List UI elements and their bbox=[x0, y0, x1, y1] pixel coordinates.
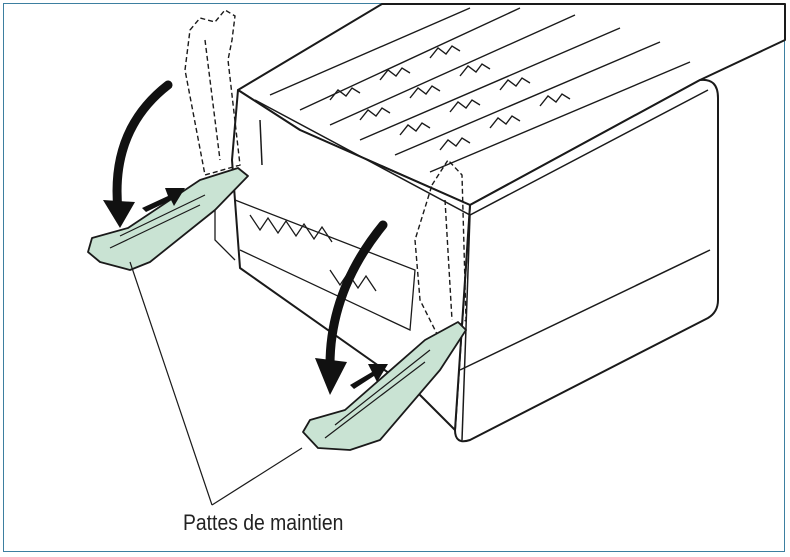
ghost-tab-left bbox=[184, 9, 241, 176]
push-arrow-left bbox=[142, 188, 185, 212]
push-arrow-right bbox=[350, 364, 388, 389]
callout-lines bbox=[129, 261, 303, 506]
toner-slots bbox=[269, 7, 691, 173]
printer-body bbox=[231, 3, 786, 443]
curve-arrow-right bbox=[315, 220, 388, 395]
tab-right bbox=[302, 321, 467, 451]
body-edges bbox=[254, 89, 711, 441]
tab-left bbox=[87, 167, 249, 271]
callout-label: Pattes de maintien bbox=[183, 510, 344, 535]
curve-arrow-left bbox=[103, 80, 173, 228]
